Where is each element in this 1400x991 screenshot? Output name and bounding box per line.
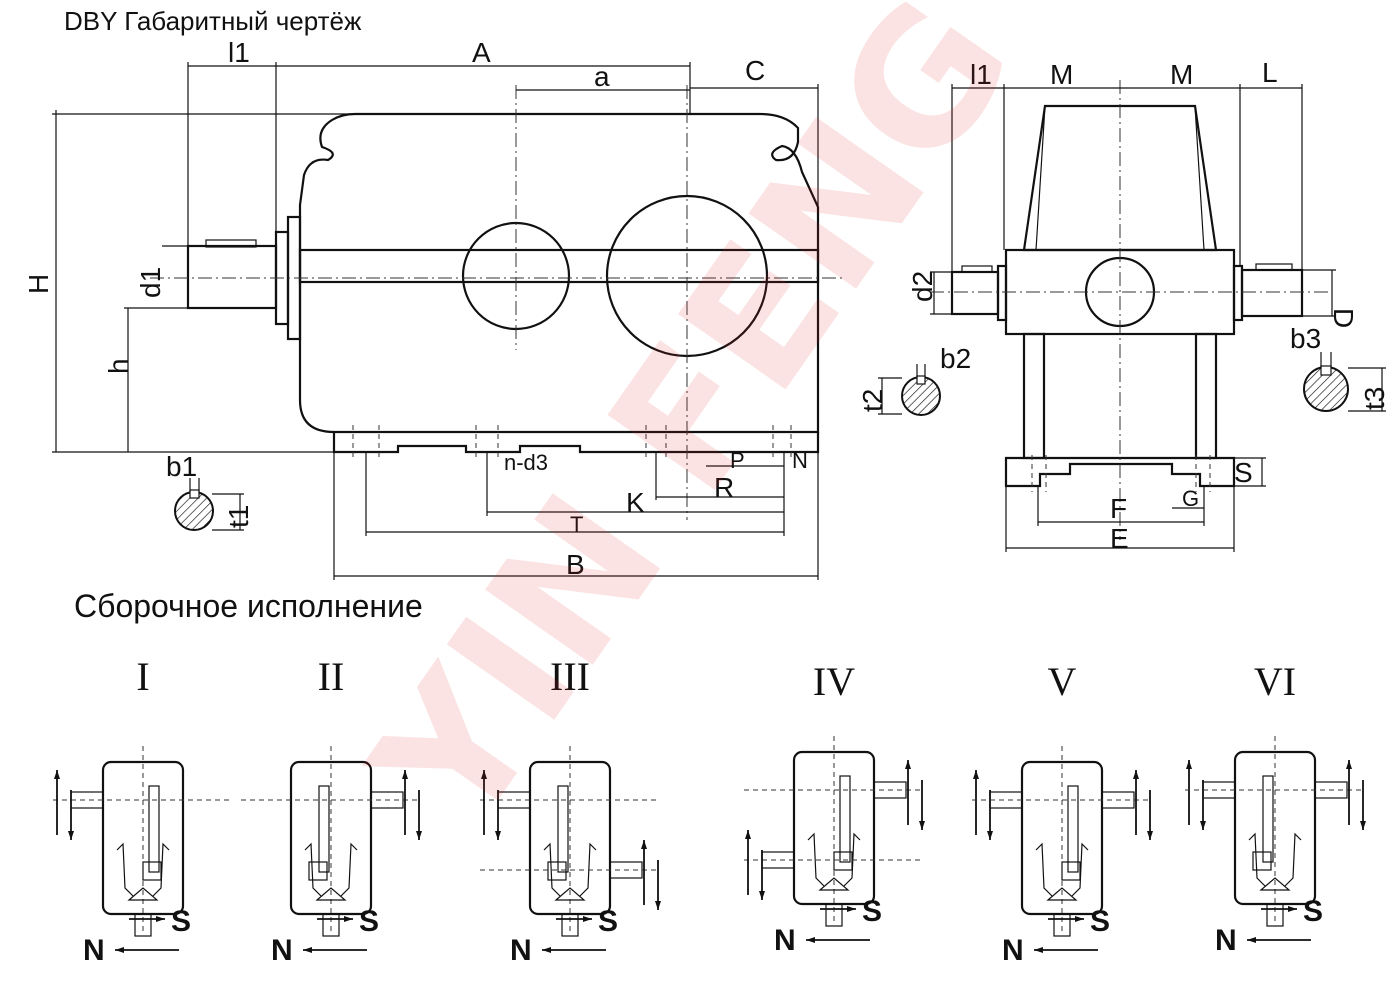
variant-dir-n: N: [83, 934, 105, 967]
dim-R: R: [714, 472, 734, 503]
variant-gear-shaft: [1067, 785, 1079, 873]
front-bottom-dimensions: [333, 452, 819, 580]
dim-h: h: [103, 358, 134, 374]
input-shaft: [186, 244, 278, 310]
variant-dir-s: S: [359, 905, 379, 938]
side-base-dimensions: [1005, 457, 1266, 552]
dim-K: K: [626, 487, 645, 518]
side-right-collar: [1232, 264, 1244, 322]
front-housing-outline: [298, 112, 820, 434]
dim-n-d3: n-d3: [504, 450, 548, 475]
side-right-shaft: [1240, 268, 1304, 318]
variant-label-IV: IV: [813, 659, 855, 704]
dim-S: S: [1234, 457, 1253, 488]
dim-G: G: [1182, 486, 1199, 511]
shaft-section-b2: [878, 364, 941, 416]
front-top-dimensions: [187, 62, 819, 246]
dim-t2: t2: [857, 389, 888, 412]
variant-IV: IV S N: [744, 659, 925, 957]
assembly-title: Сборочное исполнение: [74, 588, 423, 624]
dim-d2: d2: [907, 271, 938, 302]
variant-gear-shaft: [318, 785, 330, 873]
dim-t3: t3: [1359, 387, 1390, 410]
variant-I: I S N: [53, 654, 233, 967]
shaft-section-b3: [1303, 352, 1386, 412]
side-left-leg: [1022, 332, 1046, 460]
front-bolt-holes: [352, 425, 792, 460]
dim-T: T: [570, 512, 583, 537]
variant-dir-n: N: [271, 934, 293, 967]
variant-label-II: II: [318, 654, 345, 699]
dim-P: P: [730, 448, 745, 473]
side-left-collar: [996, 264, 1008, 322]
front-view: l1 A a C H d1 h B: [23, 37, 846, 580]
dim-B: B: [566, 549, 585, 580]
dim-t1: t1: [223, 505, 254, 528]
variant-dir-s: S: [1090, 905, 1110, 938]
dim-d1: d1: [135, 267, 166, 298]
side-shaft-dimensions: [930, 269, 1336, 317]
dim-M-right: M: [1170, 59, 1193, 90]
dim-l1-front: l1: [228, 37, 250, 68]
variant-II: II S N: [241, 654, 422, 967]
dim-F: F: [1110, 493, 1127, 524]
front-base: [332, 432, 820, 454]
dim-a: a: [594, 61, 610, 92]
variant-label-V: V: [1048, 659, 1077, 704]
watermark: YIN FENG: [333, 0, 1053, 866]
variant-dir-n: N: [774, 924, 796, 957]
input-shaft-key: [205, 239, 257, 248]
front-left-dimensions: [52, 110, 355, 453]
variant-label-III: III: [550, 654, 590, 699]
dim-D: D: [1328, 308, 1359, 328]
variant-gear-shaft: [839, 775, 851, 863]
dim-A: A: [472, 37, 491, 68]
side-view: l1 M M L d2 D F E G: [857, 57, 1390, 554]
side-left-shaft: [950, 270, 1000, 316]
variant-III: III S N: [480, 654, 661, 967]
variant-gear-shaft: [557, 785, 569, 873]
dim-H: H: [23, 274, 54, 294]
variant-label-I: I: [136, 654, 149, 699]
variant-VI: VI S N: [1185, 659, 1366, 957]
dim-l1-side: l1: [970, 59, 992, 90]
shaft-section-b1: [174, 478, 244, 531]
variant-dir-s: S: [862, 895, 882, 928]
side-right-leg: [1194, 332, 1218, 460]
dim-N-front: N: [792, 448, 808, 473]
dim-b2: b2: [940, 343, 971, 374]
variant-dir-n: N: [1002, 934, 1024, 967]
side-top-dimensions: [951, 84, 1303, 272]
variant-V: V S N: [972, 659, 1153, 967]
variant-dir-s: S: [171, 905, 191, 938]
assembly-variants: I S N II S N III S N IV S N V S N VI S N: [53, 654, 1366, 967]
dim-E: E: [1110, 523, 1129, 554]
variant-dir-n: N: [1215, 924, 1237, 957]
dim-C: C: [745, 55, 765, 86]
dim-L: L: [1262, 57, 1278, 88]
variant-dir-n: N: [510, 934, 532, 967]
page-title: DBY Габаритный чертёж: [64, 6, 362, 36]
variant-label-VI: VI: [1254, 659, 1296, 704]
variant-gear-shaft: [148, 785, 160, 873]
variant-gear-shaft: [1262, 775, 1274, 863]
dim-b3: b3: [1290, 323, 1321, 354]
dim-M-left: M: [1050, 59, 1073, 90]
variant-dir-s: S: [598, 905, 618, 938]
dim-b1: b1: [166, 451, 197, 482]
variant-dir-s: S: [1303, 895, 1323, 928]
